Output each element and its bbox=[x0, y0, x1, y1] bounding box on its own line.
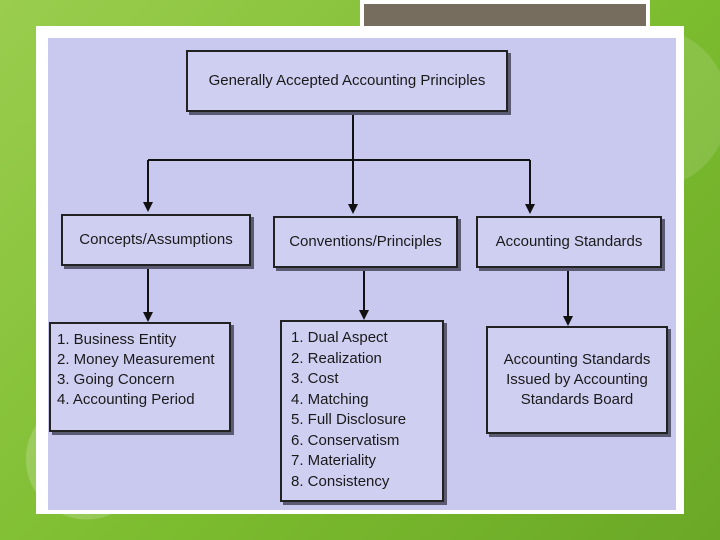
conventions-item: 8. Consistency bbox=[291, 472, 390, 490]
conventions-box: Conventions/Principles bbox=[273, 216, 458, 268]
conventions-item: 4. Matching bbox=[291, 390, 369, 408]
conventions-item: 7. Materiality bbox=[291, 452, 377, 469]
concepts-item: 2. Money Measurement bbox=[57, 351, 215, 368]
conventions-label: Conventions/Principles bbox=[289, 233, 442, 250]
concepts-item: 1. Business Entity bbox=[57, 331, 177, 348]
concepts-label: Concepts/Assumptions bbox=[79, 231, 233, 248]
standards-detail-line: Accounting Standards bbox=[503, 351, 651, 368]
standards-detail-line: Standards Board bbox=[520, 391, 634, 408]
title-tab-fill bbox=[364, 4, 646, 26]
concepts-item: 4. Accounting Period bbox=[57, 391, 195, 408]
title-tab bbox=[360, 0, 650, 30]
concepts-list-box: 1. Business Entity 2. Money Measurement … bbox=[49, 322, 231, 432]
conventions-list-box: 1. Dual Aspect 2. Realization 3. Cost 4.… bbox=[280, 320, 444, 502]
standards-detail-box: Accounting Standards Issued by Accountin… bbox=[486, 326, 668, 434]
conventions-item: 1. Dual Aspect bbox=[291, 329, 388, 346]
connector-lines bbox=[143, 114, 573, 326]
conventions-item: 5. Full Disclosure bbox=[291, 411, 407, 428]
standards-box: Accounting Standards bbox=[476, 216, 662, 268]
concepts-item: 3. Going Concern bbox=[57, 371, 175, 388]
concepts-box: Concepts/Assumptions bbox=[61, 214, 251, 266]
diagram-canvas: Generally Accepted Accounting Principles… bbox=[48, 38, 676, 510]
root-box: Generally Accepted Accounting Principles bbox=[186, 50, 508, 112]
standards-detail-line: Issued by Accounting bbox=[506, 371, 648, 388]
standards-label: Accounting Standards bbox=[495, 233, 643, 250]
root-label: Generally Accepted Accounting Principles bbox=[208, 72, 486, 89]
conventions-item: 3. Cost bbox=[291, 370, 339, 387]
conventions-item: 2. Realization bbox=[291, 349, 382, 367]
conventions-item: 6. Conservatism bbox=[291, 431, 400, 449]
